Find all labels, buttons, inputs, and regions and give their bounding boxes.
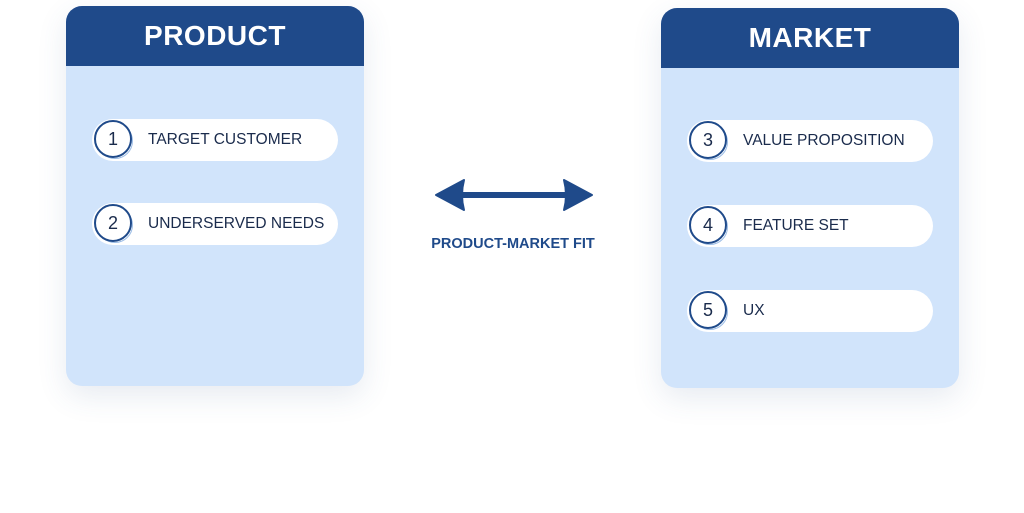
item-label: UX — [743, 302, 765, 319]
market-card: MARKET 3 VALUE PROPOSITION 4 FEATURE SET — [661, 8, 959, 388]
market-item-ux: 5 UX — [687, 290, 933, 332]
number-badge: 5 — [689, 291, 729, 331]
number-badge: 4 — [689, 206, 729, 246]
item-label: FEATURE SET — [743, 217, 849, 234]
product-item-target-customer: 1 TARGET CUSTOMER — [92, 119, 338, 161]
double-arrow-icon — [435, 179, 593, 211]
market-item-feature-set: 4 FEATURE SET — [687, 205, 933, 247]
product-item-underserved-needs: 2 UNDERSERVED NEEDS — [92, 203, 338, 245]
number-badge: 1 — [94, 120, 134, 160]
market-item-value-proposition: 3 VALUE PROPOSITION — [687, 120, 933, 162]
item-label: VALUE PROPOSITION — [743, 132, 905, 149]
item-label: UNDERSERVED NEEDS — [148, 215, 325, 232]
product-header: PRODUCT — [66, 6, 364, 66]
item-label: TARGET CUSTOMER — [148, 131, 303, 148]
product-card: PRODUCT 1 TARGET CUSTOMER 2 UNDERSERVED … — [66, 6, 364, 386]
market-header: MARKET — [661, 8, 959, 68]
number-badge: 3 — [689, 121, 729, 161]
number-badge: 2 — [94, 204, 134, 244]
product-market-fit-label: PRODUCT-MARKET FIT — [431, 236, 595, 252]
